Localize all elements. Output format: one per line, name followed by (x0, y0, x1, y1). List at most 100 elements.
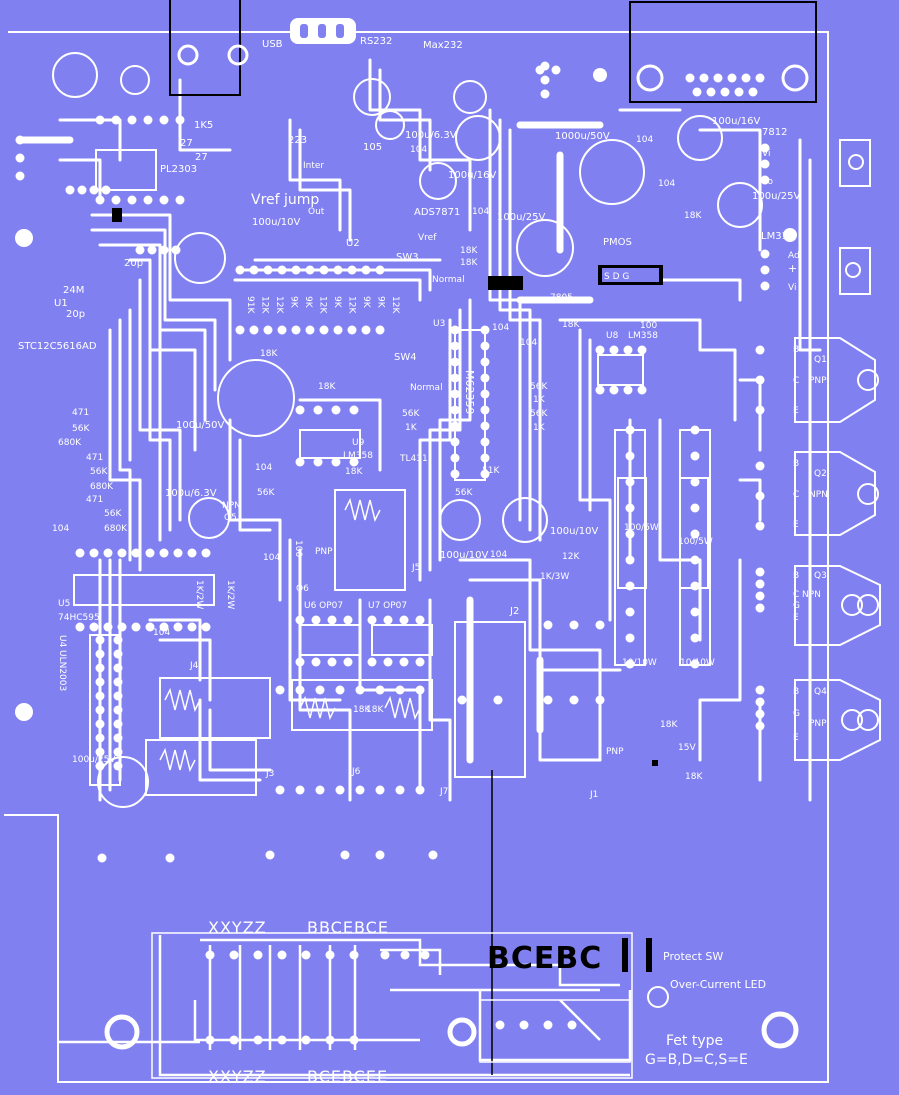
pad (295, 657, 305, 667)
label-56k-g: 56K (257, 488, 275, 498)
label-q2-c: C (793, 490, 799, 500)
label-q2-b: B (793, 459, 799, 469)
label-18k-e: 18K (260, 349, 278, 359)
pad (347, 265, 357, 275)
ic-outlines (73, 149, 644, 786)
power-transistors (794, 139, 881, 761)
label-q4-b: B (793, 687, 799, 697)
label-tl431: TL431 (399, 454, 428, 464)
label-q2: Q2 (814, 469, 827, 479)
label-lm317: LM317 (761, 231, 794, 242)
label-plus: + (788, 262, 797, 275)
label-uln2003: ULN2003 (57, 650, 67, 691)
label-56k-d: 56K (530, 382, 548, 392)
pad (143, 115, 153, 125)
pad (415, 785, 425, 795)
pad (343, 615, 353, 625)
electrolytic-capacitors (52, 52, 763, 808)
pad (335, 685, 345, 695)
label-u8: U8 (606, 331, 619, 341)
label-56k-f: 56K (402, 409, 420, 419)
pad (95, 195, 105, 205)
label-18k-k: 18K (366, 705, 384, 715)
pad (173, 548, 183, 558)
ladder-resistor-label: 9K (303, 296, 313, 309)
label-q1-b: B (793, 345, 799, 355)
label-100u6v3-b: 100u/6.3V (165, 488, 217, 499)
label-7805: 7805 (550, 293, 573, 303)
pad (325, 1035, 335, 1045)
pad (543, 695, 553, 705)
pad (623, 385, 633, 395)
pad (519, 1020, 529, 1030)
label-rs232: RS232 (360, 36, 392, 47)
pad (111, 195, 121, 205)
pad (340, 850, 350, 860)
pad (380, 950, 390, 960)
pad (720, 87, 730, 97)
label-18k-a: 18K (562, 320, 580, 330)
pad (347, 325, 357, 335)
label-usb: USB (262, 39, 283, 50)
pad (113, 705, 123, 715)
label-q4-e: E (793, 733, 799, 743)
pad (295, 615, 305, 625)
label-27b: 27 (195, 152, 208, 163)
board-dot (783, 228, 797, 242)
label-104-i: 104 (490, 550, 507, 560)
label-u5: U5 (58, 599, 70, 609)
pad (319, 265, 329, 275)
pad (755, 697, 765, 707)
protect-sw-right (646, 938, 652, 972)
label-u9: U9 (352, 438, 365, 448)
pad (295, 457, 305, 467)
label-bbcebce: BBCEBCE (307, 918, 389, 937)
power-resistors (614, 429, 711, 666)
label-normal-b: Normal (410, 383, 443, 393)
label-pl2303: PL2303 (160, 164, 197, 175)
pad (331, 457, 341, 467)
label-q1: Q1 (814, 355, 827, 365)
pad (95, 705, 105, 715)
pad (113, 649, 123, 659)
label-471-c: 471 (86, 495, 103, 505)
pad (277, 265, 287, 275)
label-q4-g: G (793, 709, 800, 719)
label-max232: Max232 (423, 40, 463, 51)
pad (291, 265, 301, 275)
label-fet-type: Fet type (666, 1033, 723, 1049)
label-56k-c: 56K (104, 509, 122, 519)
pad (383, 615, 393, 625)
label-q3-b: B (793, 571, 799, 581)
label-680k-c: 680K (104, 524, 128, 534)
pad (327, 615, 337, 625)
ladder-resistor-label: 12K (390, 296, 400, 314)
board-dot (15, 229, 33, 247)
pad (295, 405, 305, 415)
pad (375, 265, 385, 275)
pad (595, 695, 605, 705)
pad (625, 451, 635, 461)
label-51k: 51K (482, 466, 500, 476)
pad (165, 853, 175, 863)
ladder-resistor-label: 12K (347, 296, 357, 314)
pad (595, 345, 605, 355)
pad (205, 1035, 215, 1045)
pad (375, 850, 385, 860)
pad (113, 733, 123, 743)
pad (127, 195, 137, 205)
pad (625, 529, 635, 539)
pad (755, 375, 765, 385)
pad (117, 622, 127, 632)
label-pnp-small: PNP (606, 747, 624, 757)
pad (543, 620, 553, 630)
label-56k-a: 56K (72, 424, 90, 434)
label-protect-sw: Protect SW (663, 950, 723, 963)
label-104-f: 104 (520, 338, 537, 348)
label-q3-g: G (793, 601, 800, 611)
label-1k3w: 1K/3W (540, 572, 569, 582)
label-q1-e: E (793, 406, 799, 416)
label-xxyzz-top: XXYZZ (208, 918, 267, 937)
pad (349, 405, 359, 415)
label-100-5w-b: 100/5W (678, 537, 713, 547)
